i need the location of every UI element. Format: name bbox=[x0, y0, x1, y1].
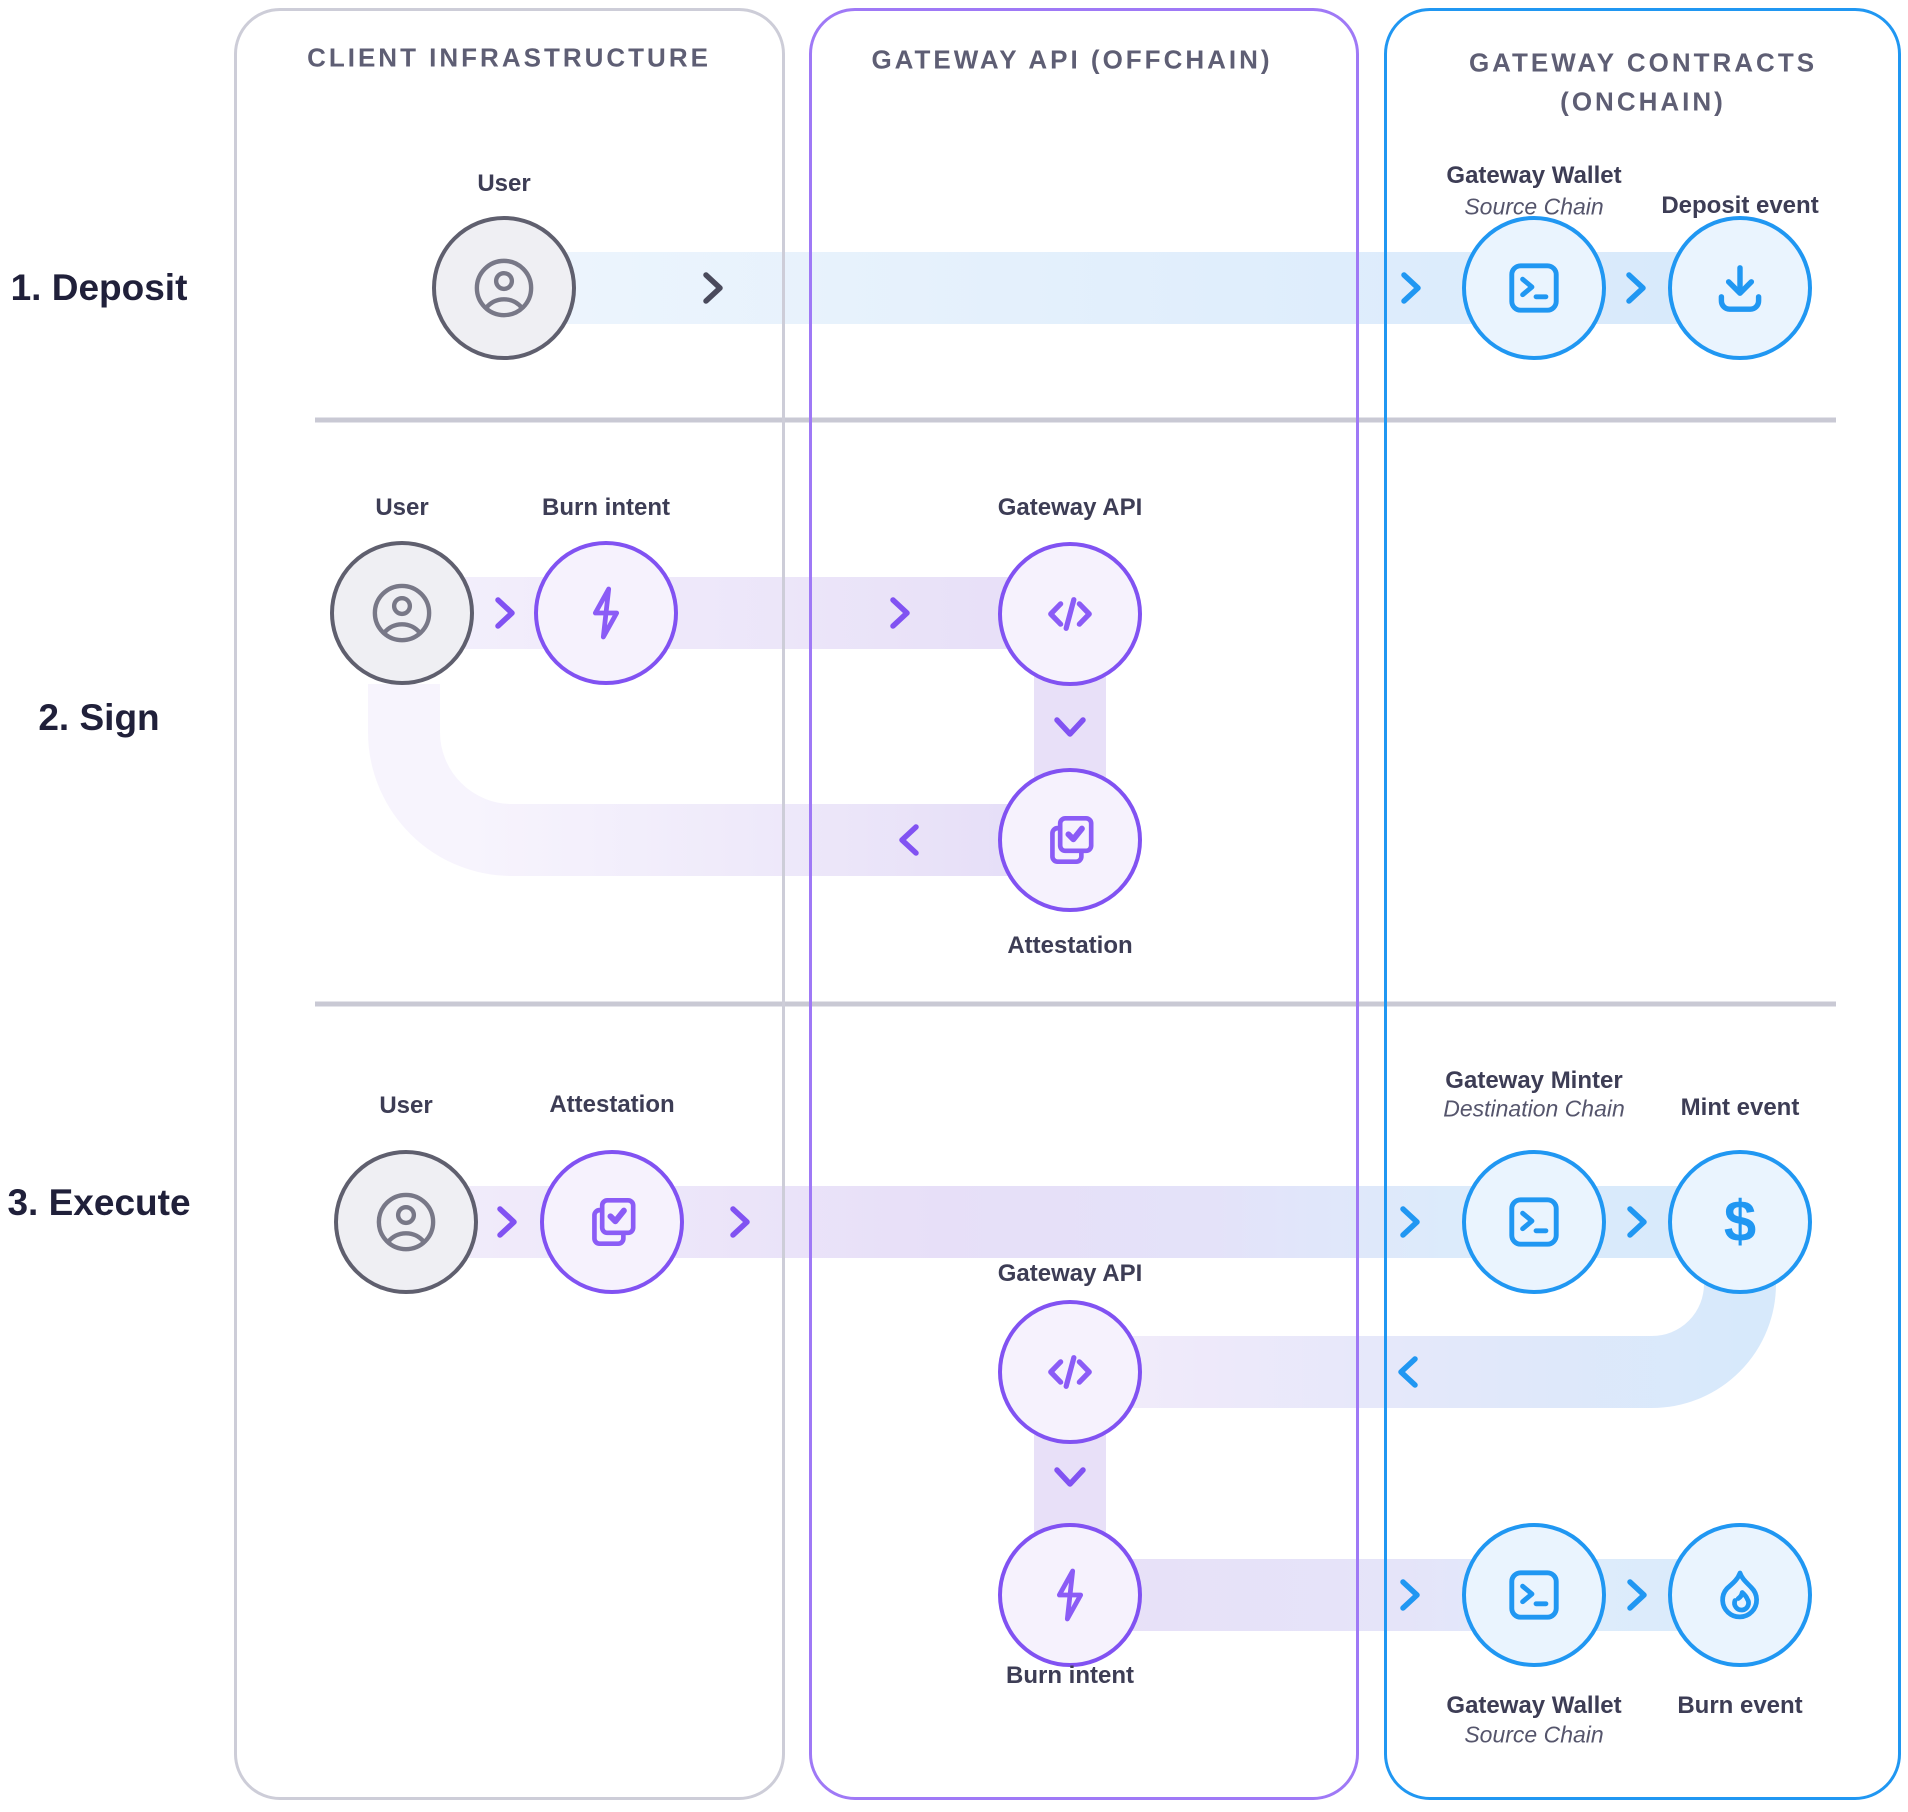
deposit-event-node bbox=[1668, 216, 1812, 360]
destination-chain-label: Destination Chain bbox=[1443, 1095, 1625, 1122]
chevron-right-icon bbox=[890, 597, 910, 629]
user-node bbox=[432, 216, 576, 360]
mint-event-node: $ bbox=[1668, 1150, 1812, 1294]
chevron-right-icon bbox=[703, 272, 723, 304]
download-icon bbox=[1718, 265, 1762, 312]
gateway-wallet-node bbox=[1462, 1523, 1606, 1667]
chevron-right-icon bbox=[1400, 1206, 1420, 1238]
chevron-right-icon bbox=[1401, 272, 1421, 304]
attestation-label: Attestation bbox=[1007, 932, 1133, 959]
chevron-down-icon bbox=[1054, 717, 1086, 737]
chevron-right-icon bbox=[1627, 1579, 1647, 1611]
terminal-icon bbox=[1509, 1197, 1559, 1247]
user-label: User bbox=[375, 494, 429, 521]
chevron-right-icon bbox=[497, 1206, 517, 1238]
terminal-icon bbox=[1509, 263, 1559, 313]
dollar-icon: $ bbox=[1723, 1189, 1757, 1254]
attestation-node bbox=[998, 768, 1142, 912]
chevron-down-icon bbox=[1054, 1467, 1086, 1487]
attestation-icon bbox=[592, 1197, 636, 1247]
user-icon bbox=[372, 583, 432, 643]
attestation-node bbox=[540, 1150, 684, 1294]
lightning-icon bbox=[1056, 1568, 1084, 1622]
deposit-event-label: Deposit event bbox=[1661, 192, 1819, 219]
chevron-left-icon bbox=[899, 824, 919, 856]
gateway-wallet-label: Gateway Wallet bbox=[1446, 1692, 1622, 1719]
mint-event-label: Mint event bbox=[1680, 1094, 1800, 1121]
execute-return-band bbox=[1070, 1252, 1776, 1408]
row-label-sign: 2. Sign bbox=[38, 697, 160, 738]
burn-intent-node bbox=[998, 1523, 1142, 1667]
row-label-execute: 3. Execute bbox=[7, 1182, 191, 1223]
user-node bbox=[334, 1150, 478, 1294]
chevron-right-icon bbox=[1400, 1579, 1420, 1611]
gateway-minter-node bbox=[1462, 1150, 1606, 1294]
user-icon bbox=[376, 1192, 436, 1252]
source-chain-label: Source Chain bbox=[1464, 193, 1604, 220]
contracts-column-title-line2: (ONCHAIN) bbox=[1560, 86, 1726, 117]
api-column-title: GATEWAY API (OFFCHAIN) bbox=[871, 44, 1273, 75]
flame-icon bbox=[1720, 1570, 1759, 1620]
burn-intent-node bbox=[534, 541, 678, 685]
code-icon bbox=[1048, 1355, 1092, 1389]
gateway-api-label: Gateway API bbox=[997, 494, 1143, 521]
gateway-api-node bbox=[998, 1300, 1142, 1444]
gateway-api-label: Gateway API bbox=[997, 1260, 1143, 1287]
chevron-right-icon bbox=[730, 1206, 750, 1238]
chevron-right-icon bbox=[495, 597, 515, 629]
row-label-deposit: 1. Deposit bbox=[10, 267, 188, 308]
gateway-contracts-column bbox=[1384, 8, 1901, 1800]
burn-intent-label: Burn intent bbox=[1006, 1662, 1134, 1689]
gateway-wallet-node bbox=[1462, 216, 1606, 360]
sign-return-band bbox=[368, 684, 1070, 876]
gateway-api-node bbox=[998, 542, 1142, 686]
attestation-icon bbox=[1050, 815, 1094, 865]
burn-intent-label: Burn intent bbox=[542, 494, 670, 521]
code-icon bbox=[1048, 597, 1092, 631]
user-node bbox=[330, 541, 474, 685]
user-icon bbox=[474, 258, 534, 318]
chevron-right-icon bbox=[1627, 1206, 1647, 1238]
chevron-right-icon bbox=[1626, 272, 1646, 304]
chevron-left-icon bbox=[1398, 1356, 1418, 1388]
attestation-label: Attestation bbox=[549, 1091, 675, 1118]
client-column-title: CLIENT INFRASTRUCTURE bbox=[307, 42, 711, 73]
source-chain-label: Source Chain bbox=[1464, 1721, 1604, 1748]
lightning-icon bbox=[592, 586, 620, 640]
gateway-minter-label: Gateway Minter bbox=[1445, 1067, 1623, 1094]
user-label: User bbox=[379, 1092, 433, 1119]
contracts-column-title-line1: GATEWAY CONTRACTS bbox=[1468, 47, 1818, 78]
burn-event-node bbox=[1668, 1523, 1812, 1667]
terminal-icon bbox=[1509, 1570, 1559, 1620]
gateway-api-column bbox=[809, 8, 1359, 1800]
gateway-wallet-label: Gateway Wallet bbox=[1446, 162, 1622, 189]
user-label: User bbox=[477, 170, 531, 197]
client-infrastructure-column bbox=[234, 8, 785, 1800]
burn-event-label: Burn event bbox=[1677, 1692, 1803, 1719]
